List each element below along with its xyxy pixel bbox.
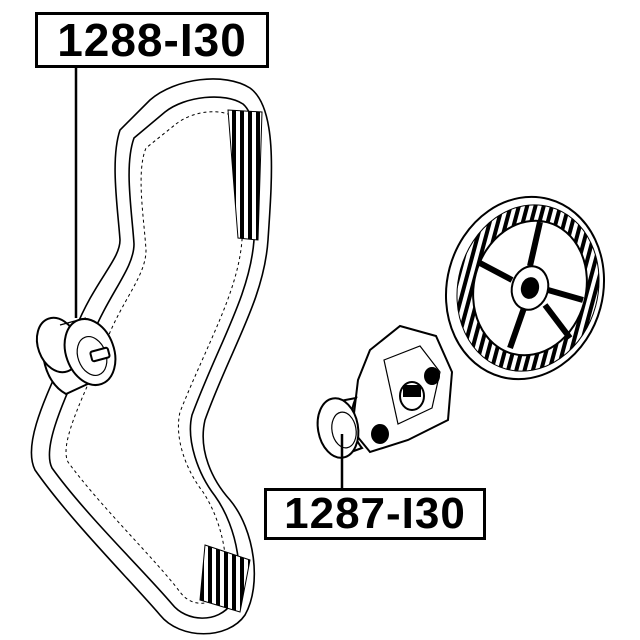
camshaft-sprocket <box>444 195 606 381</box>
tensioner-assembly <box>316 324 454 459</box>
belt-teeth-bottom <box>199 544 251 613</box>
part-number-label-idler: 1288-I30 <box>35 12 269 68</box>
idler-pulley <box>35 316 117 396</box>
part-number-label-tensioner: 1287-I30 <box>264 488 486 540</box>
belt-teeth-top <box>227 109 263 241</box>
